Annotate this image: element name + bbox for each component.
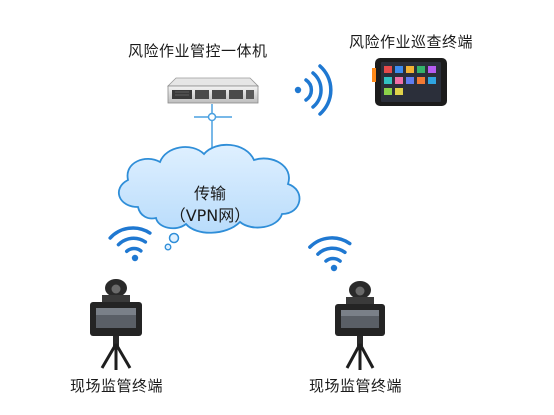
cloud-shape [117,143,301,251]
vpn-label: （VPN网） [169,206,251,225]
ptz-camera-icon [90,279,142,370]
terminal-left-label: 现场监管终端 [70,377,164,395]
wireless-signal-icon [294,64,333,116]
rack-server-icon [167,77,259,104]
tablet-icon [372,58,447,106]
wireless-signal-icon [308,236,352,272]
ptz-camera-icon [335,281,385,370]
tablet-label: 风险作业巡查终端 [349,33,474,51]
terminal-right-label: 现场监管终端 [309,377,403,395]
wireless-signal-icon [108,226,152,262]
server-label: 风险作业管控一体机 [128,42,268,60]
transport-label: 传输 [193,184,226,203]
